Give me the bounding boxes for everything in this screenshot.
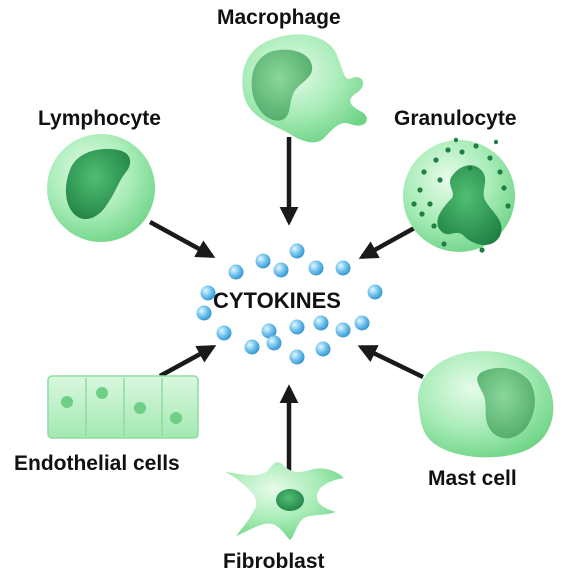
cytokine-dot: [200, 285, 216, 301]
cytokine-dot: [289, 349, 305, 365]
cytokine-dot: [273, 262, 289, 278]
cytokine-dot: [354, 315, 370, 331]
center-label-cytokines: CYTOKINES: [213, 288, 341, 313]
granulocyte-illustration: [403, 137, 515, 253]
cytokine-dot: [255, 253, 271, 269]
mast-cell-illustration: [417, 351, 554, 458]
cytokine-dot: [335, 260, 351, 276]
label-fibroblast: Fibroblast: [223, 550, 325, 573]
cytokine-dot: [216, 325, 232, 341]
label-mast-cell: Mast cell: [428, 467, 517, 490]
cytokine-dot: [228, 264, 244, 280]
label-endothelial-cells: Endothelial cells: [14, 452, 180, 475]
arrow-lymphocyte: [148, 220, 216, 258]
lymphocyte-illustration: [47, 134, 155, 242]
cytokine-dots: [196, 243, 383, 365]
cytokine-dot: [289, 243, 305, 259]
cytokine-dot: [289, 319, 305, 335]
arrow-mast: [357, 344, 424, 380]
cytokine-dot: [308, 260, 324, 276]
arrow-granulocyte: [358, 224, 420, 259]
cytokine-dot: [313, 315, 329, 331]
fibroblast-illustration: [226, 462, 344, 540]
cytokine-dot: [266, 335, 282, 351]
label-granulocyte: Granulocyte: [394, 107, 517, 130]
arrows: [148, 137, 424, 474]
endothelial-illustration: [47, 375, 199, 439]
cytokine-dot: [335, 322, 351, 338]
cytokine-dot: [315, 341, 331, 357]
cytokine-dot: [367, 284, 383, 300]
label-lymphocyte: Lymphocyte: [38, 107, 161, 130]
cytokine-dot: [244, 339, 260, 355]
arrow-endothelial: [158, 345, 217, 378]
cytokine-dot: [196, 305, 212, 321]
cytokine-dot: [261, 323, 277, 339]
label-macrophage: Macrophage: [217, 6, 341, 29]
macrophage-illustration: [242, 34, 367, 143]
